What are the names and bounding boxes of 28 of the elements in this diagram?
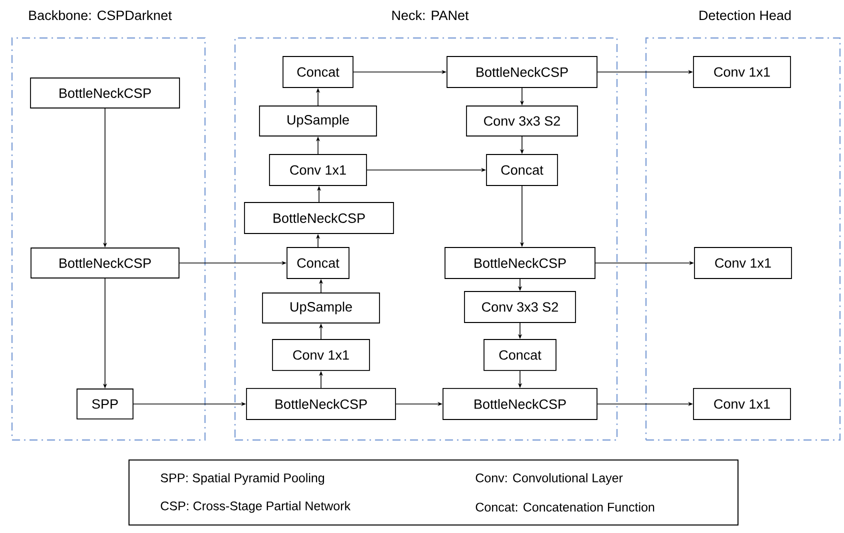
process-box: Concat xyxy=(286,247,350,279)
process-box: Concat xyxy=(484,339,556,371)
process-box: Concat xyxy=(282,56,354,88)
legend-entry: SPP: Spatial Pyramid Pooling xyxy=(160,473,324,485)
process-box: BottleNeckCSP xyxy=(446,56,598,88)
legend-entry: Conv: Convolutional Layer xyxy=(476,473,623,485)
process-box: UpSample xyxy=(259,106,377,136)
process-box: Conv 1x1 xyxy=(694,247,792,279)
process-box: BottleNeckCSP xyxy=(30,248,180,278)
group-heading: Backbone: CSPDarknet xyxy=(29,10,172,20)
group-heading: Neck: PANet xyxy=(392,10,469,20)
process-box: UpSample xyxy=(262,292,380,324)
process-box: BottleNeckCSP xyxy=(30,78,180,108)
legend-entry: CSP: Cross-Stage Partial Network xyxy=(160,501,351,513)
group-heading: Detection Head xyxy=(700,10,791,20)
process-box: Conv 3x3 S2 xyxy=(464,291,576,323)
process-box: BottleNeckCSP xyxy=(444,247,596,279)
process-box: Conv 1x1 xyxy=(693,56,791,88)
process-box: BottleNeckCSP xyxy=(442,388,598,420)
process-box: Concat xyxy=(486,154,558,186)
process-box: BottleNeckCSP xyxy=(246,388,396,420)
process-box: Conv 1x1 xyxy=(269,154,367,186)
process-box: Conv 1x1 xyxy=(693,388,791,420)
process-box: SPP xyxy=(76,388,134,420)
process-box: BottleNeckCSP xyxy=(244,202,394,234)
process-box: Conv 1x1 xyxy=(272,339,370,371)
legend-entry: Concat: Concatenation Function xyxy=(476,502,654,512)
process-box: Conv 3x3 S2 xyxy=(466,106,578,136)
